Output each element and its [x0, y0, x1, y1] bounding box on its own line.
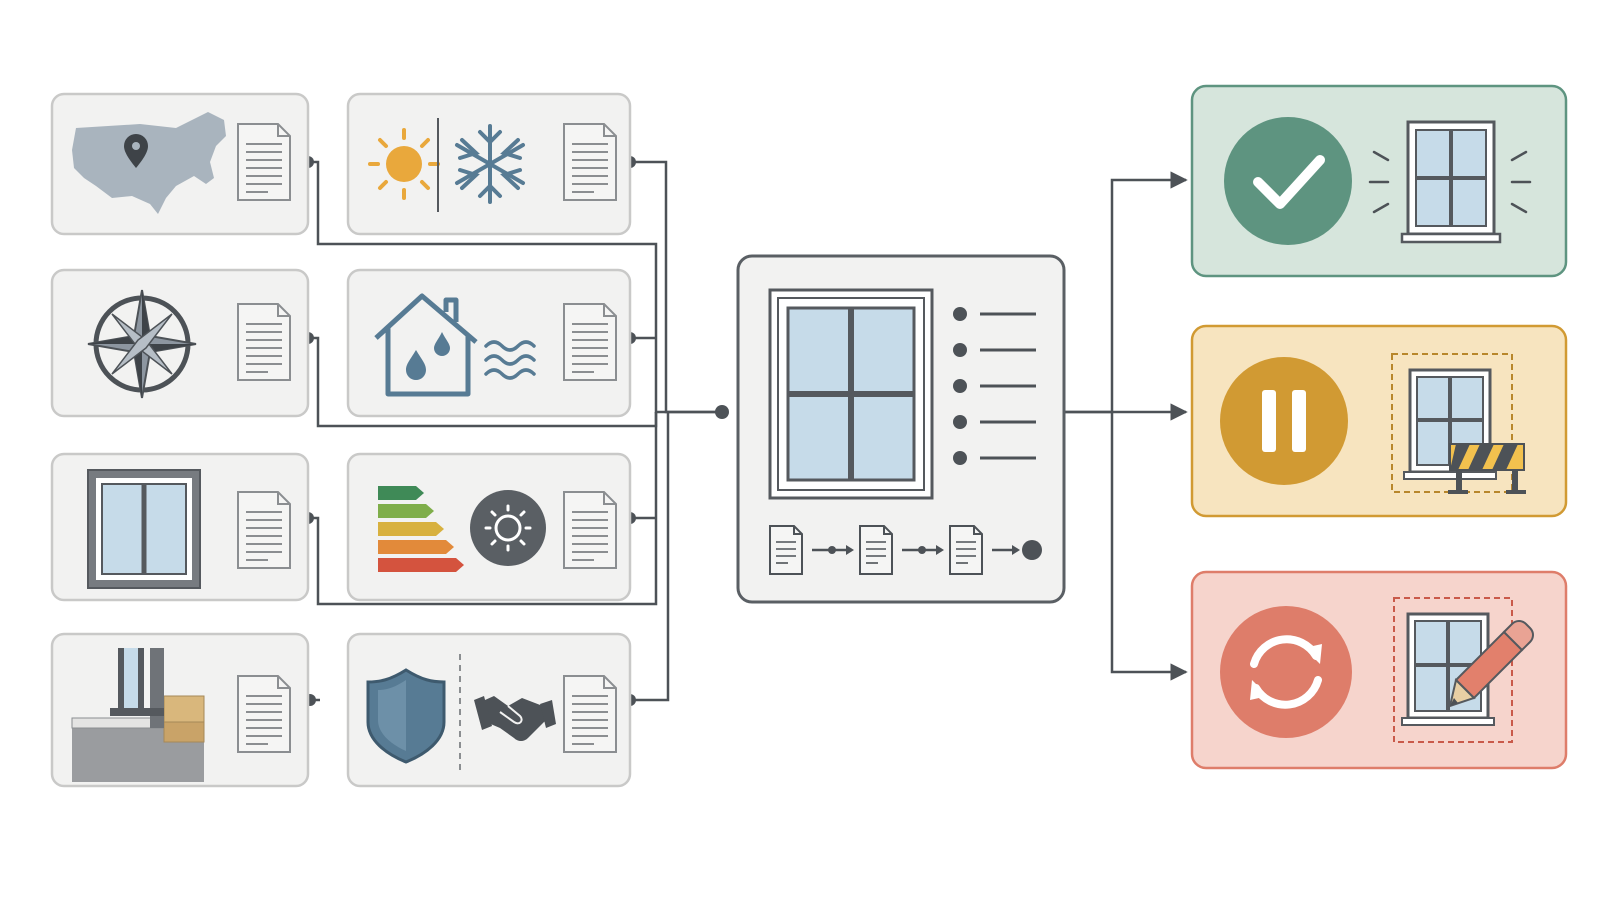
input-card-installation-detail [50, 632, 310, 788]
input-connectors [308, 160, 722, 702]
input-card-energy [346, 452, 632, 602]
document-icon [563, 675, 617, 753]
input-card-orientation [50, 268, 310, 418]
outcome-card-paused [1190, 324, 1568, 518]
checkmark-icon [1224, 117, 1352, 245]
checklist-icon [953, 307, 1036, 465]
solar-gauge-icon [470, 490, 546, 566]
glow-rays [1368, 150, 1532, 214]
outcome-card-revise [1190, 570, 1568, 770]
window-frame-icon [87, 469, 201, 589]
shield-icon [366, 668, 446, 764]
input-card-climate [346, 92, 632, 236]
document-icon [237, 123, 291, 201]
barrier-icon [1448, 443, 1526, 494]
window-icon [1400, 120, 1502, 244]
document-icon [563, 123, 617, 201]
refresh-icon [1220, 606, 1352, 738]
document-icon [237, 491, 291, 569]
water-drop-icon [406, 332, 450, 380]
handshake-icon [474, 696, 556, 741]
document-chain-icon [769, 525, 1042, 575]
document-icon [563, 491, 617, 569]
document-icon [237, 303, 291, 381]
window-icon [768, 288, 934, 500]
document-icon [563, 303, 617, 381]
pause-icon [1220, 357, 1348, 485]
location-pin-icon [124, 134, 148, 168]
house-icon [374, 293, 478, 397]
sun-icon [368, 128, 440, 200]
snowflake-icon [455, 124, 525, 204]
energy-rating-icon [378, 486, 464, 572]
pencil-icon [1448, 620, 1534, 708]
input-card-window-frame [50, 452, 310, 602]
center-review-card [736, 254, 1066, 604]
input-card-moisture [346, 268, 632, 418]
us-map-icon [72, 112, 226, 214]
outcome-card-approved [1190, 84, 1568, 278]
wall-section-icon [71, 648, 205, 782]
compass-icon [87, 289, 197, 399]
input-card-warranty [346, 632, 632, 788]
document-icon [237, 675, 291, 753]
humidity-waves-icon [484, 340, 536, 380]
input-card-location [50, 92, 310, 236]
